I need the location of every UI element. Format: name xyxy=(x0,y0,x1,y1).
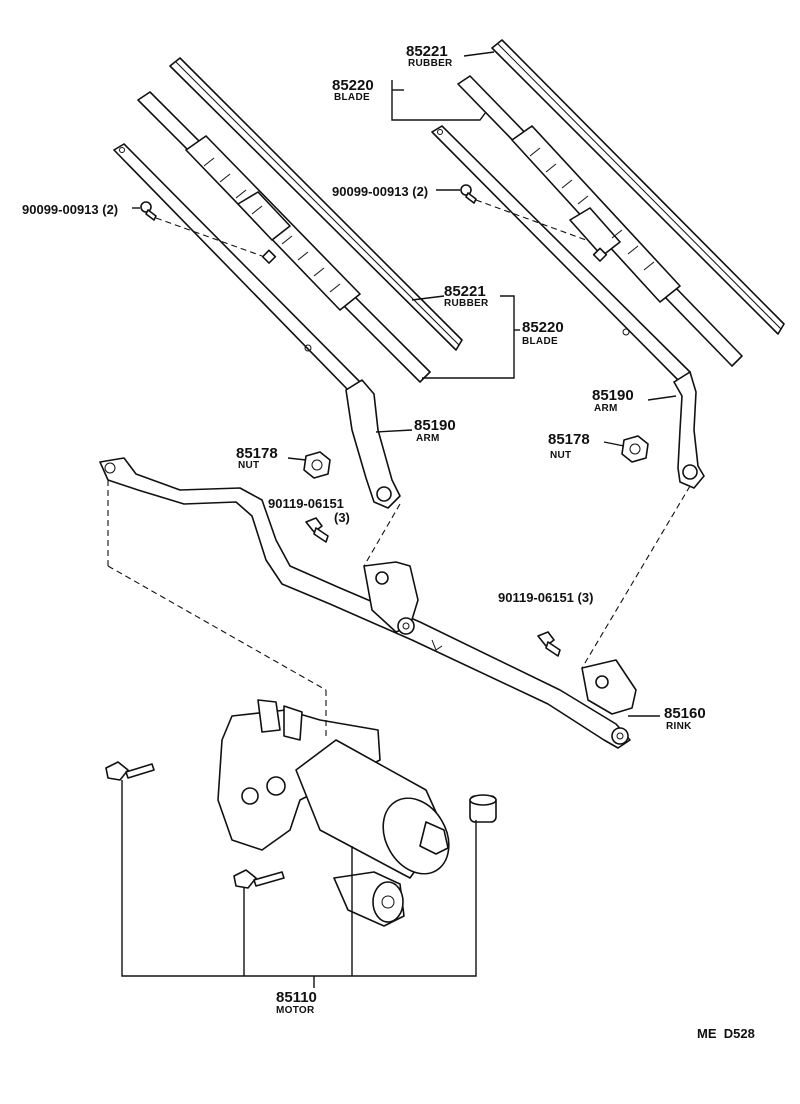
part-number: 85178 xyxy=(548,431,590,448)
left-wiper-rubber xyxy=(169,57,463,351)
right-nut xyxy=(621,435,649,463)
right-pivot xyxy=(581,659,637,745)
part-label: BLADE xyxy=(334,92,370,103)
wiper-motor xyxy=(217,699,450,927)
right-bolt xyxy=(537,631,561,657)
leader-lines xyxy=(121,51,677,988)
callout-blade-right: 85220 BLADE xyxy=(332,77,374,103)
motor-screw-lower xyxy=(233,869,285,889)
callout-screw-left: 90099-00913 (2) xyxy=(22,202,118,217)
part-number: 90099-00913 (2) xyxy=(332,184,428,199)
part-number: 85221 xyxy=(406,43,448,60)
part-number: 85220 xyxy=(332,77,374,94)
part-number: 85220 xyxy=(522,319,564,336)
part-number: 85190 xyxy=(592,387,634,404)
part-label: RINK xyxy=(666,721,692,732)
part-label: RUBBER xyxy=(408,58,453,69)
callout-arm-left: 85190 ARM xyxy=(414,417,456,444)
part-label: MOTOR xyxy=(276,1005,315,1016)
part-number: 85110 xyxy=(276,989,317,1006)
right-wiper-rubber xyxy=(491,39,785,335)
left-nut xyxy=(303,451,331,479)
part-number: 85221 xyxy=(444,283,486,300)
callout-bolt-left: 90119-06151 (3) xyxy=(268,496,350,525)
right-wiper-blade xyxy=(457,75,743,367)
part-label: BLADE xyxy=(522,336,558,347)
callout-blade-left: 85220 BLADE xyxy=(522,319,564,347)
left-blade-screw xyxy=(140,201,263,257)
motor-screw-left xyxy=(105,761,155,781)
part-label: ARM xyxy=(416,433,440,444)
motor-grommet xyxy=(469,794,497,823)
left-bolt xyxy=(305,517,329,543)
part-number: 85160 xyxy=(664,705,706,722)
callout-rubber-right: 85221 RUBBER xyxy=(406,43,453,69)
callout-arm-right: 85190 ARM xyxy=(592,387,634,414)
drawing-code: ME D528 xyxy=(697,1026,755,1041)
left-wiper-arm xyxy=(113,143,401,509)
part-number: 90099-00913 (2) xyxy=(22,202,118,217)
right-wiper-assembly xyxy=(431,39,785,489)
callout-link: 85160 RINK xyxy=(664,705,706,732)
callout-screw-right: 90099-00913 (2) xyxy=(332,184,428,199)
part-label: NUT xyxy=(550,450,571,461)
part-label: RUBBER xyxy=(444,298,489,309)
left-wiper-assembly xyxy=(113,57,463,509)
right-wiper-arm xyxy=(431,125,705,489)
part-number: 85178 xyxy=(236,445,278,462)
callout-bolt-right: 90119-06151 (3) xyxy=(498,590,593,605)
callout-nut-left: 85178 NUT xyxy=(236,445,278,471)
part-label: NUT xyxy=(238,460,259,471)
left-pivot xyxy=(363,561,419,635)
alignment-lines xyxy=(107,480,691,738)
right-blade-screw xyxy=(460,184,587,241)
wiper-link-rod xyxy=(99,457,637,749)
callout-motor: 85110 MOTOR xyxy=(276,989,317,1016)
left-wiper-blade xyxy=(137,91,431,383)
part-label: ARM xyxy=(594,403,618,414)
callout-rubber-left: 85221 RUBBER xyxy=(444,283,489,309)
part-number: 85190 xyxy=(414,417,456,434)
part-number: 90119-06151 (3) xyxy=(498,590,593,605)
callout-nut-right: 85178 NUT xyxy=(548,431,590,461)
part-number: 90119-06151 xyxy=(268,496,344,511)
part-quantity: (3) xyxy=(334,510,350,525)
